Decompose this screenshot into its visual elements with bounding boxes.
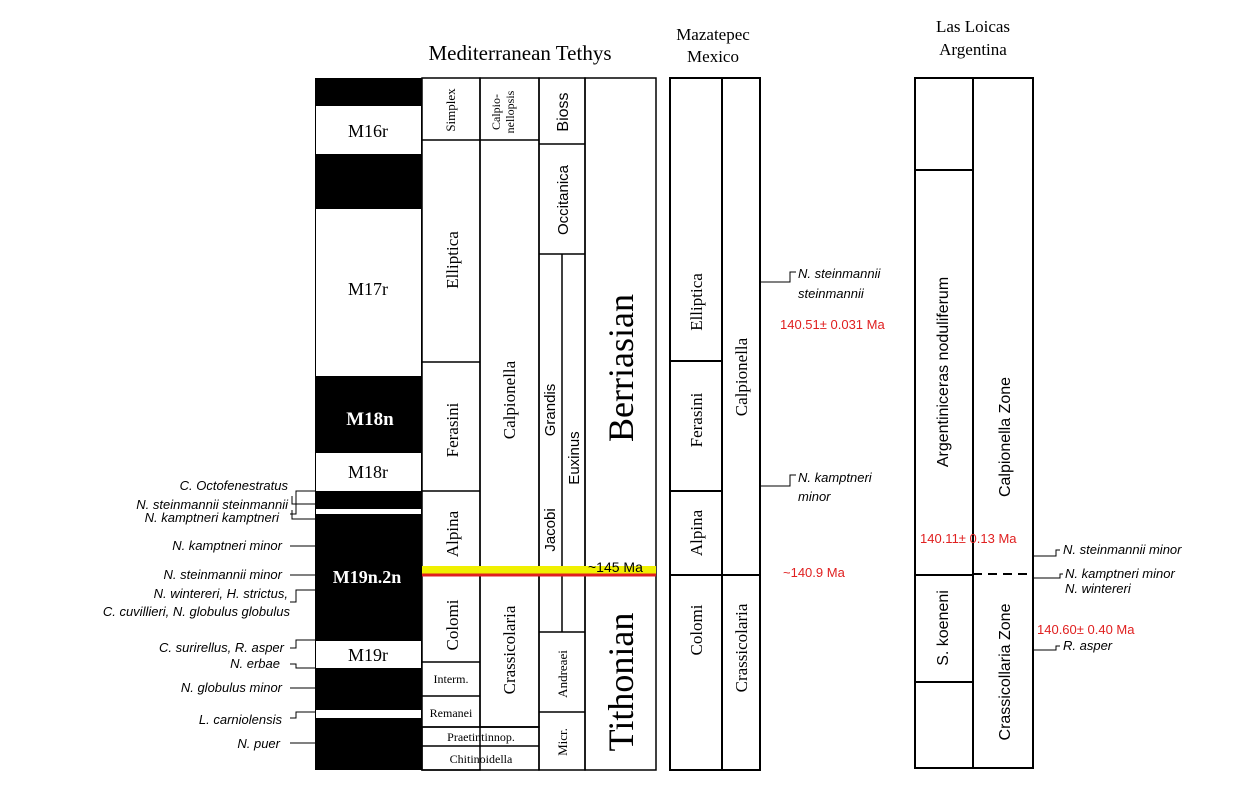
ammonite-jacobi: Jacobi: [542, 508, 559, 551]
zone-remanei: Remanei: [430, 706, 473, 720]
genus-calpionellopsis-line1: Calpio-: [489, 94, 503, 130]
event-n-steinmannii-steinmannii: N. steinmannii steinmannii: [136, 497, 289, 512]
mexico-genus-calpionella: Calpionella: [732, 337, 751, 416]
chron-normal-m18r: [316, 453, 421, 491]
stage-berriasian: Berriasian: [601, 294, 641, 442]
mexico-zone-elliptica: Elliptica: [687, 273, 706, 331]
chron-normal-short-2: [316, 710, 421, 718]
zone-chitinoidella: Chitinoidella: [450, 752, 513, 766]
zone-alpina: Alpina: [443, 510, 462, 557]
event-n-puer: N. puer: [237, 736, 280, 751]
argentina-age-upper: 140.11± 0.13 Ma: [920, 531, 1017, 546]
ammonite-micr: Micr.: [555, 728, 570, 756]
mexico-zone-ferasini: Ferasini: [687, 392, 706, 447]
event-n-wintereri: N. wintereri, H. strictus,: [154, 586, 288, 601]
mexico-boundary-age: ~140.9 Ma: [783, 565, 846, 580]
argentina-event-r-asper: R. asper: [1063, 638, 1113, 653]
argentina-zone-argentiniceras: Argentiniceras noduliferum: [935, 277, 952, 467]
chron-normal-m19r: [316, 641, 421, 668]
chron-label: M19r: [348, 645, 388, 665]
chron-normal-short: [316, 509, 421, 514]
event-n-kamptneri-kamptneri: N. kamptneri kamptneri: [145, 510, 280, 525]
tethys-boundary-age: ~145 Ma: [588, 559, 643, 575]
zone-colomi: Colomi: [443, 599, 462, 650]
genus-calpionella: Calpionella: [500, 360, 519, 439]
event-c-surirellus: C. surirellus, R. asper: [159, 640, 285, 655]
mexico-header-line1: Mazatepec: [676, 25, 750, 44]
genus-calpionellopsis-line2: nellopsis: [503, 90, 517, 133]
magnetochron-column: M16r M17r M18n M18r M19n.2n M19r: [315, 78, 422, 770]
mexico-genus-crassicolaria: Crassicolaria: [732, 603, 751, 692]
chron-label: M18r: [348, 462, 388, 482]
argentina-event-n-wintereri: N. wintereri: [1065, 581, 1132, 596]
event-l-carniolensis: L. carniolensis: [199, 712, 283, 727]
zone-praetintinnopsella: Praetintinnop.: [447, 730, 515, 744]
argentina-header-line2: Argentina: [939, 40, 1007, 59]
mexico-event-brackets: [760, 271, 796, 487]
stage-tithonian: Tithonian: [601, 613, 641, 752]
chron-label: M19n.2n: [333, 567, 402, 587]
left-event-brackets: [290, 490, 315, 744]
zone-intermedia: Interm.: [434, 672, 469, 686]
event-c-cuvillieri: C. cuvillieri, N. globulus globulus: [103, 604, 291, 619]
mexico-zone-alpina: Alpina: [687, 509, 706, 556]
tethys-stage-column: [584, 77, 657, 771]
chron-normal-m17r: [316, 209, 421, 376]
argentina-event-brackets: [1033, 549, 1063, 651]
ammonite-andreaei: Andreaei: [555, 650, 570, 698]
genus-crassicolaria: Crassicolaria: [500, 605, 519, 694]
argentina-crassicollaria-zone: Crassicollaria Zone: [997, 603, 1014, 740]
argentina-event-n-steinmannii-minor: N. steinmannii minor: [1063, 542, 1182, 557]
argentina-header-line1: Las Loicas: [936, 17, 1010, 36]
mexico-genus-column: [721, 77, 761, 771]
chron-label: M17r: [348, 279, 388, 299]
argentina-age-lower: 140.60± 0.40 Ma: [1037, 622, 1135, 637]
event-c-octofenestratus: C. Octofenestratus: [180, 478, 289, 493]
mexico-event-n-kamptneri-line1: N. kamptneri: [798, 470, 873, 485]
event-n-kamptneri-minor: N. kamptneri minor: [172, 538, 282, 553]
mexico-event-n-steinmannii-line1: N. steinmannii: [798, 266, 881, 281]
ammonite-grandis: Grandis: [542, 384, 559, 437]
chron-label: M18n: [346, 409, 394, 430]
boundary-yellow-band: [422, 566, 656, 574]
mexico-event-n-kamptneri-line2: minor: [798, 489, 831, 504]
argentina-calpionella-zone: Calpionella Zone: [997, 377, 1014, 497]
zone-ferasini: Ferasini: [443, 402, 462, 457]
event-n-steinmannii-minor: N. steinmannii minor: [164, 567, 283, 582]
event-n-globulus-minor: N. globulus minor: [181, 680, 283, 695]
chron-normal-m16r: [316, 106, 421, 154]
mexico-zone-colomi: Colomi: [687, 604, 706, 655]
zone-simplex: Simplex: [443, 88, 458, 132]
zone-elliptica: Elliptica: [443, 231, 462, 289]
argentina-calpionellid-column: [972, 77, 1034, 769]
chron-label: M16r: [348, 121, 388, 141]
mexico-header-line2: Mexico: [687, 47, 739, 66]
mexico-age: 140.51± 0.031 Ma: [780, 317, 885, 332]
event-n-erbae: N. erbae: [230, 656, 280, 671]
tethys-header: Mediterranean Tethys: [429, 41, 612, 65]
argentina-event-n-kamptneri-minor: N. kamptneri minor: [1065, 566, 1175, 581]
ammonite-euxinus: Euxinus: [566, 431, 583, 484]
argentina-zone-s-koeneni: S. koeneni: [935, 590, 952, 666]
mexico-event-n-steinmannii-line2: steinmannii: [798, 286, 865, 301]
ammonite-bioss: Bioss: [555, 92, 572, 131]
ammonite-occitanica: Occitanica: [555, 164, 572, 235]
